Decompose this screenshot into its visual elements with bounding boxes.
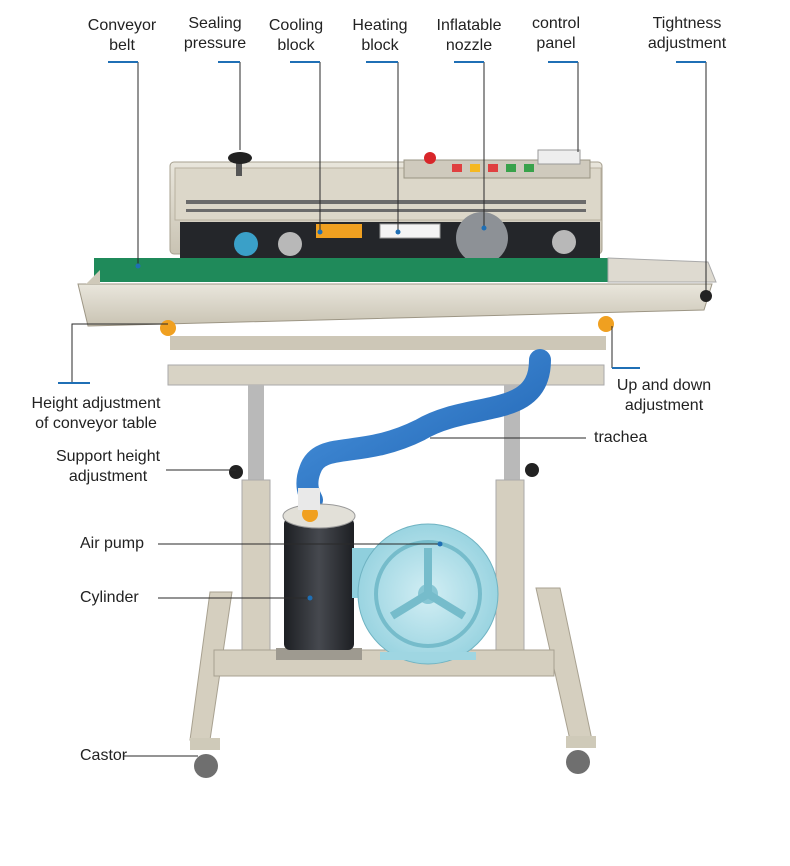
cylinder	[276, 488, 362, 660]
leader-height-table	[71, 323, 168, 383]
label-air-pump: Air pump	[80, 535, 145, 552]
label-castor: Castor	[80, 747, 128, 764]
label-trachea: trachea	[594, 429, 648, 446]
sealing-head	[169, 149, 603, 264]
label-cylinder: Cylinder	[80, 589, 139, 606]
air-pump	[352, 523, 499, 665]
trachea-hose	[296, 349, 551, 511]
conveyor-table	[77, 257, 717, 386]
